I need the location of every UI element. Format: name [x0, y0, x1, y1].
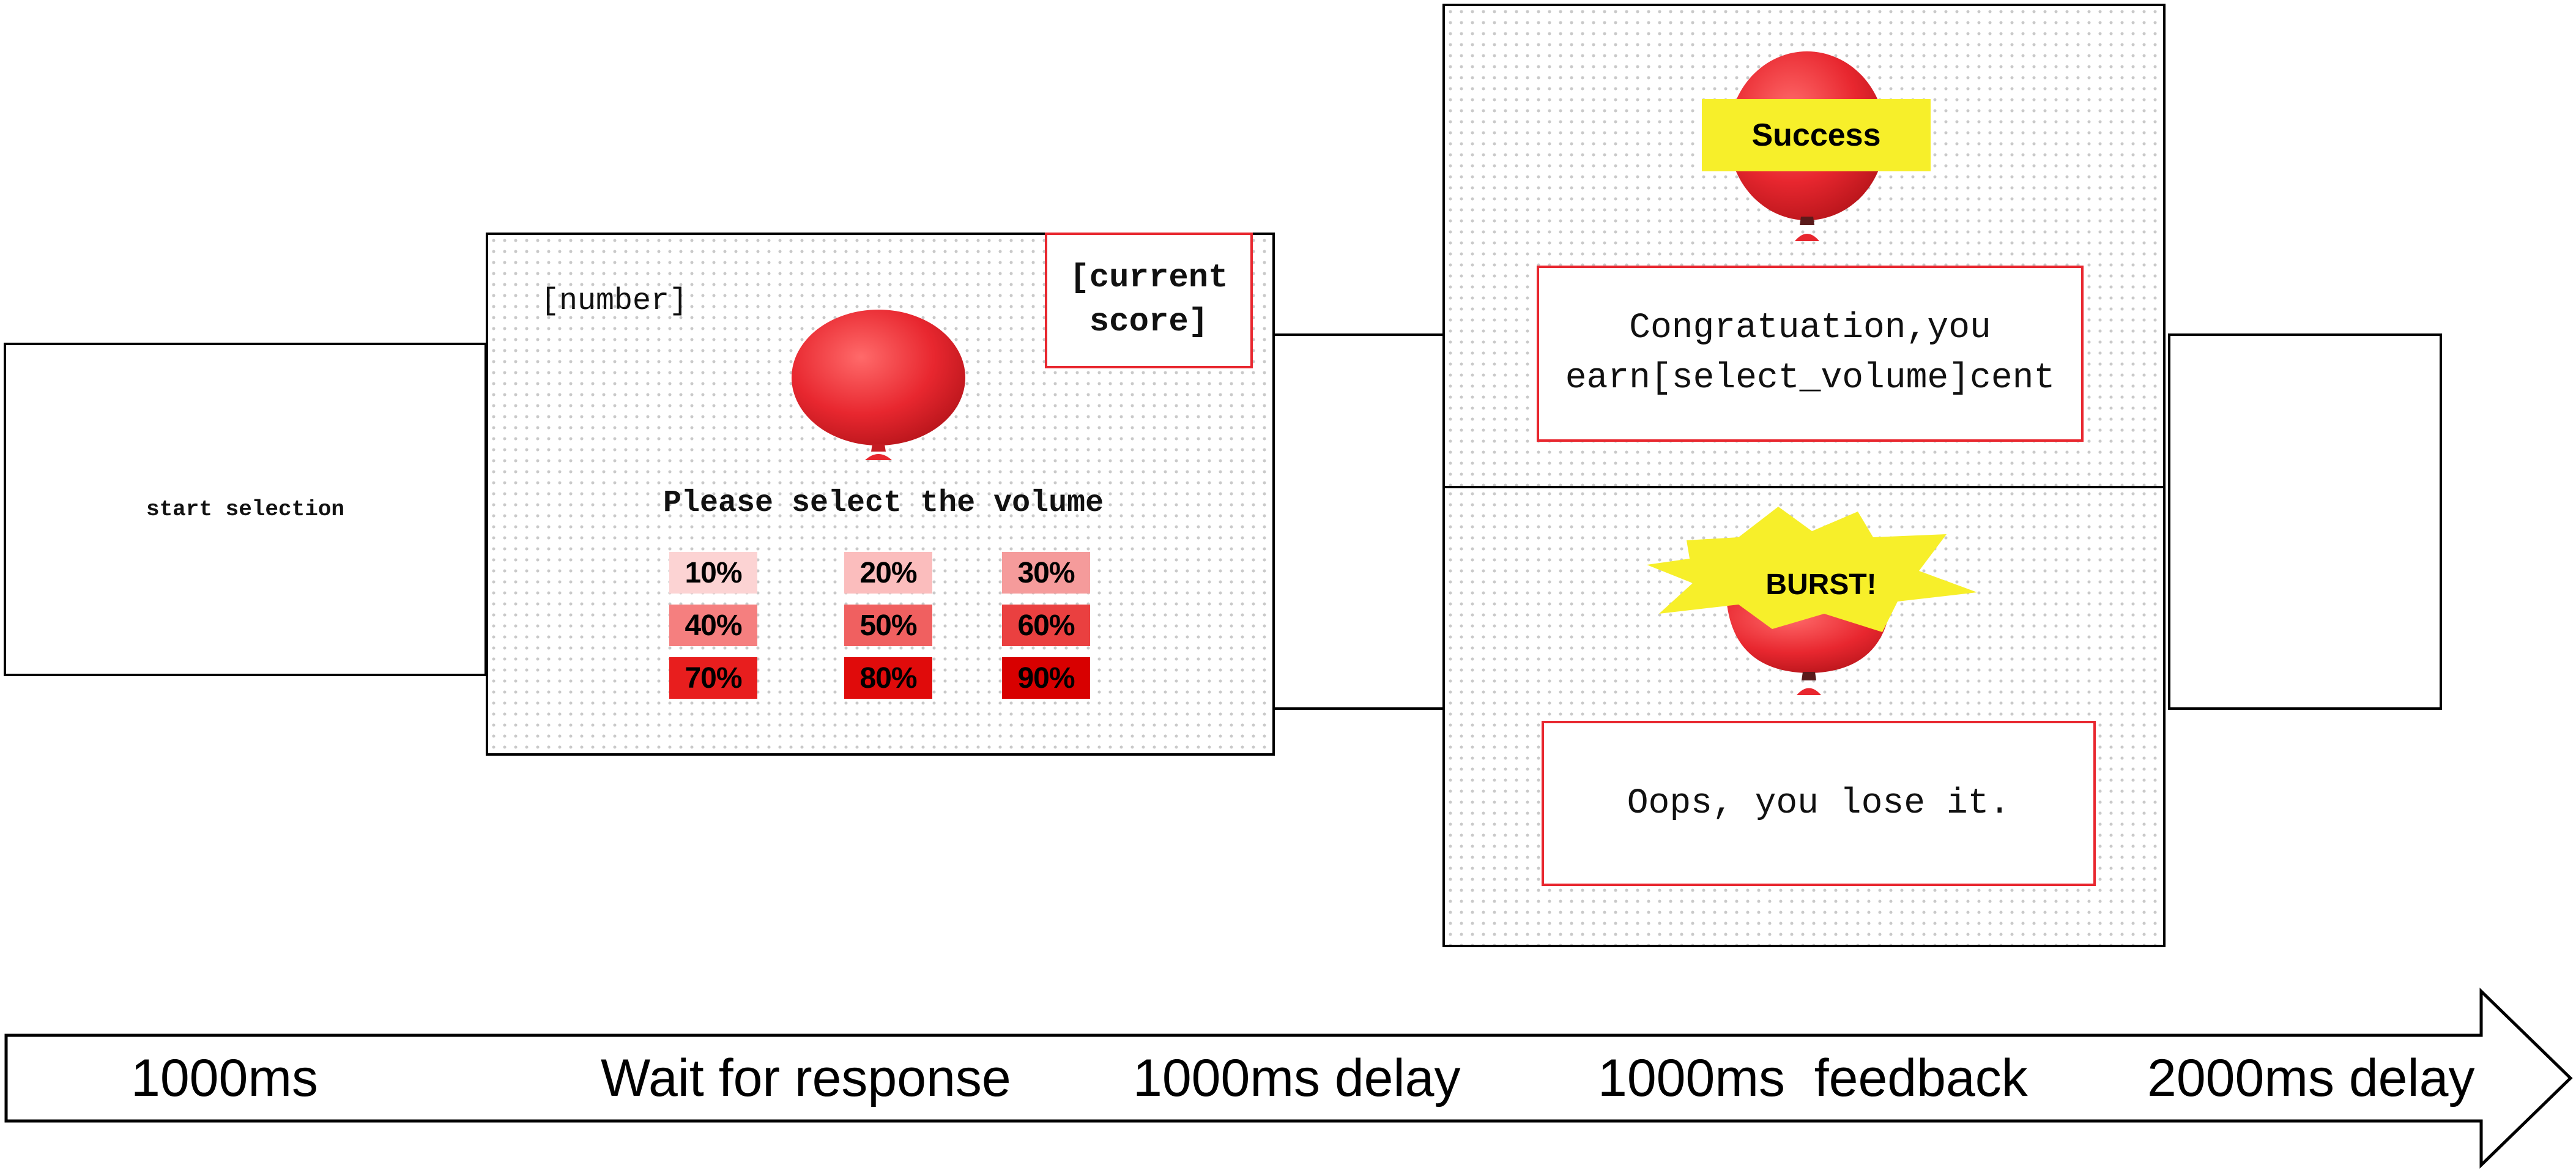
volume-option-80[interactable]: 80% [844, 657, 932, 699]
volume-option-70[interactable]: 70% [669, 657, 757, 699]
start-screen: start selection [4, 343, 487, 676]
start-screen-label: start selection [146, 497, 345, 522]
volume-option-30[interactable]: 30% [1002, 552, 1090, 594]
current-score-line2: score] [1089, 303, 1209, 341]
timeline-label-delay1: 1000ms delay [1133, 1049, 1461, 1108]
success-screen: Success Congratuation,you earn[select_vo… [1442, 4, 2166, 488]
success-message-line1: Congratuation,you [1629, 308, 1991, 348]
volume-prompt: Please select the volume [663, 486, 1104, 521]
volume-option-20[interactable]: 20% [844, 552, 932, 594]
selection-screen: [number] [current score] Please select t… [486, 233, 1275, 756]
success-message-box: Congratuation,you earn[select_volume]cen… [1537, 266, 2084, 442]
delay-screen-1 [1266, 333, 1450, 710]
success-badge-label: Success [1751, 117, 1881, 153]
success-message-line2: earn[select_volume]cent [1565, 359, 2055, 398]
current-score-line1: [current [1069, 259, 1228, 297]
current-score-box: [current score] [1045, 233, 1253, 368]
burst-star-icon [1647, 507, 1977, 632]
timeline-label-delay2: 2000ms delay [2147, 1049, 2475, 1108]
burst-message: Oops, you lose it. [1627, 783, 2011, 824]
number-label: [number] [541, 284, 688, 319]
success-badge: Success [1702, 99, 1931, 171]
timeline-label-start: 1000ms [131, 1049, 318, 1108]
delay-screen-2 [2168, 333, 2442, 710]
burst-badge-label: BURST! [1765, 568, 1877, 601]
timeline-label-response: Wait for response [601, 1049, 1011, 1108]
balloon-icon [792, 310, 965, 460]
volume-option-90[interactable]: 90% [1002, 657, 1090, 699]
volume-option-60[interactable]: 60% [1002, 605, 1090, 646]
burst-screen: BURST! Oops, you lose it. [1442, 486, 2166, 947]
timeline-arrow [4, 988, 2573, 1169]
burst-message-box: Oops, you lose it. [1542, 721, 2096, 886]
volume-option-10[interactable]: 10% [669, 552, 757, 594]
timeline-label-feedback: 1000ms feedback [1598, 1049, 2028, 1108]
volume-option-50[interactable]: 50% [844, 605, 932, 646]
volume-option-40[interactable]: 40% [669, 605, 757, 646]
